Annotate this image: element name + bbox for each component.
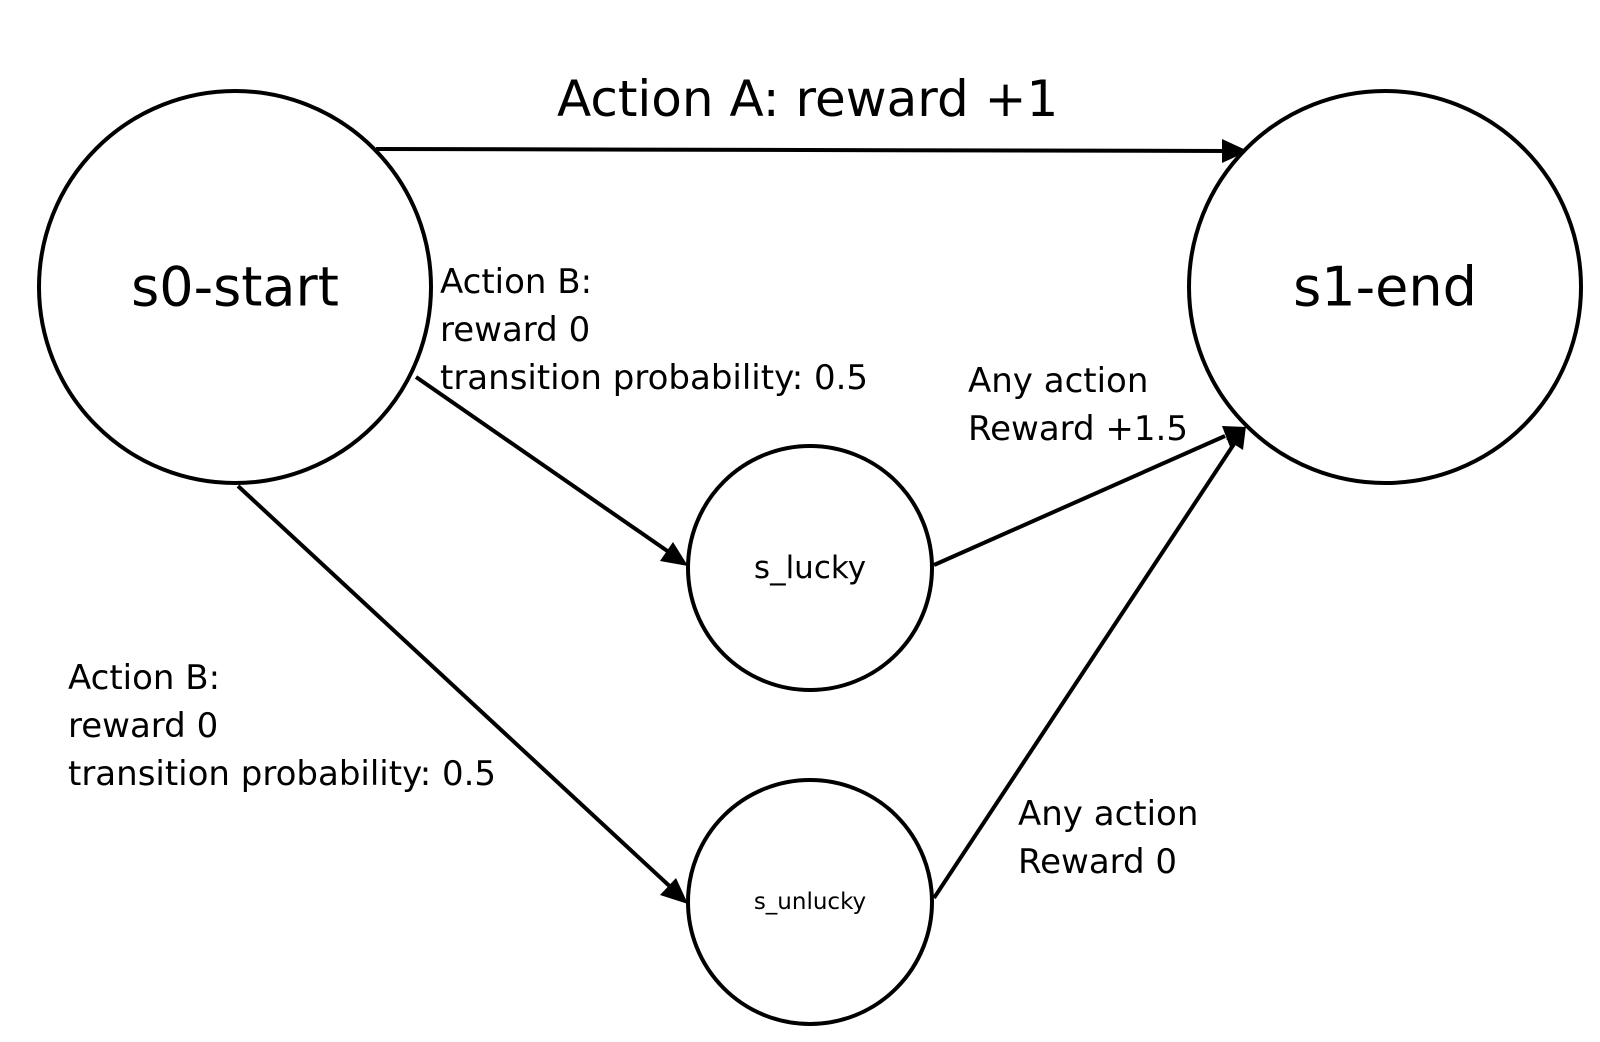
node-s1-end-label: s1-end bbox=[1293, 256, 1477, 319]
node-s0-start-circle bbox=[37, 89, 433, 485]
edge-lucky-to-end-line bbox=[933, 434, 1226, 567]
edge-action-b-unlucky-label-line-1: Action B: bbox=[68, 658, 220, 698]
node-s-unlucky-label: s_unlucky bbox=[754, 889, 866, 915]
edge-action-b-lucky bbox=[414, 375, 688, 566]
edge-lucky-to-end-label: Any action Reward +1.5 bbox=[968, 361, 1188, 449]
node-s1-end-circle bbox=[1187, 89, 1583, 485]
edge-unlucky-to-end bbox=[932, 426, 1246, 900]
edge-action-b-lucky-label-line-1: Action B: bbox=[440, 262, 592, 302]
edge-unlucky-to-end-arrowhead bbox=[1226, 426, 1246, 450]
edge-action-a bbox=[375, 139, 1248, 163]
edge-action-b-lucky-line bbox=[414, 375, 678, 559]
edge-unlucky-to-end-label-line-1: Any action bbox=[1018, 794, 1198, 834]
edge-action-b-lucky-label-line-2: reward 0 bbox=[440, 310, 590, 350]
edge-action-b-unlucky bbox=[236, 484, 688, 904]
edge-action-b-unlucky-label-line-3: transition probability: 0.5 bbox=[68, 754, 496, 794]
node-s-lucky-circle bbox=[686, 444, 934, 692]
node-s0-start: s0-start bbox=[37, 89, 433, 485]
node-s-lucky: s_lucky bbox=[686, 444, 934, 692]
edge-unlucky-to-end-label-line-2: Reward 0 bbox=[1018, 842, 1177, 882]
node-s-unlucky: s_unlucky bbox=[686, 778, 934, 1026]
edge-lucky-to-end-label-line-2: Reward +1.5 bbox=[968, 409, 1188, 449]
node-s1-end: s1-end bbox=[1187, 89, 1583, 485]
edge-action-b-unlucky-label-line-2: reward 0 bbox=[68, 706, 218, 746]
edge-action-b-unlucky-line bbox=[236, 484, 679, 895]
edge-action-b-unlucky-arrowhead bbox=[660, 878, 688, 904]
node-s0-start-label: s0-start bbox=[131, 256, 339, 319]
edge-unlucky-to-end-label: Any action Reward 0 bbox=[1018, 794, 1198, 882]
edge-action-b-unlucky-label: Action B: reward 0 transition probabilit… bbox=[68, 658, 496, 794]
edge-unlucky-to-end-line bbox=[932, 442, 1236, 900]
edge-lucky-to-end-label-line-1: Any action bbox=[968, 361, 1148, 401]
node-s-lucky-label: s_lucky bbox=[754, 550, 866, 586]
edge-action-b-lucky-label: Action B: reward 0 transition probabilit… bbox=[440, 262, 868, 398]
node-s-unlucky-circle bbox=[686, 778, 934, 1026]
edge-action-b-lucky-label-line-3: transition probability: 0.5 bbox=[440, 358, 868, 398]
edge-action-b-lucky-arrowhead bbox=[660, 542, 688, 566]
edge-action-a-line bbox=[375, 147, 1229, 153]
edge-action-a-arrowhead bbox=[1222, 139, 1248, 163]
edge-action-a-label: Action A: reward +1 bbox=[557, 70, 1058, 128]
